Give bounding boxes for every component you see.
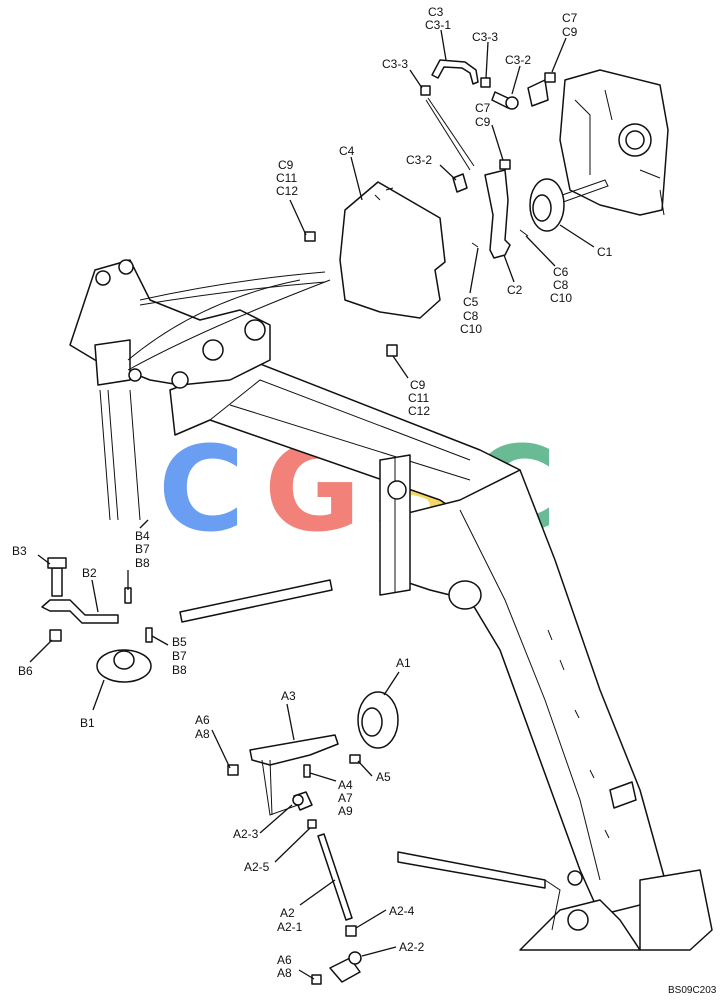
callout-c1: C1 xyxy=(597,245,613,259)
callout-c12-bottom: C12 xyxy=(408,404,430,418)
swing-bracket-body xyxy=(547,69,669,216)
callout-a5: A5 xyxy=(376,770,391,784)
callout-c3-3-top: C3-3 xyxy=(472,30,498,44)
callout-a1: A1 xyxy=(396,656,411,670)
callout-c9-bottom: C9 xyxy=(410,378,426,392)
callout-c9-top-left: C9 xyxy=(278,158,294,172)
callout-c10-right: C10 xyxy=(550,291,572,305)
callout-b5: B5 xyxy=(172,635,187,649)
callout-a9: A9 xyxy=(338,804,353,818)
callout-b1: B1 xyxy=(80,716,95,730)
callout-a2-2: A2-2 xyxy=(399,940,425,954)
callout-c3-2-top: C3-2 xyxy=(505,53,531,67)
callout-a3: A3 xyxy=(281,689,296,703)
callout-c3: C3 xyxy=(428,5,444,19)
callout-c5: C5 xyxy=(463,295,479,309)
callout-b7-top: B7 xyxy=(135,542,150,556)
callout-c8-right: C8 xyxy=(553,278,569,292)
leader-lines xyxy=(29,29,595,980)
callout-a8-bottom: A8 xyxy=(277,966,292,980)
callout-c11-bottom: C11 xyxy=(408,391,429,405)
callout-b6: B6 xyxy=(18,664,33,678)
callout-a2-1: A2-1 xyxy=(277,920,303,934)
callout-a4: A4 xyxy=(338,778,353,792)
callout-c8-left: C8 xyxy=(463,309,479,323)
callout-a7: A7 xyxy=(338,791,353,805)
callout-c11-top-left: C11 xyxy=(276,171,297,185)
c-group-parts xyxy=(304,59,565,357)
callout-c4: C4 xyxy=(339,144,355,158)
callout-b8-top: B8 xyxy=(135,556,150,570)
callout-c6: C6 xyxy=(553,265,569,279)
callout-b7-bottom: B7 xyxy=(172,649,187,663)
callout-a2-4: A2-4 xyxy=(389,904,415,918)
callout-a6-top: A6 xyxy=(195,713,210,727)
callout-c7-mid: C7 xyxy=(475,101,491,115)
callout-a2-3: A2-3 xyxy=(233,827,259,841)
callout-c3-2-mid: C3-2 xyxy=(406,153,432,167)
callout-c12-top-left: C12 xyxy=(276,184,298,198)
callout-c9-mid: C9 xyxy=(475,115,491,129)
callout-a2-5: A2-5 xyxy=(244,860,270,874)
b-group-parts xyxy=(41,557,153,683)
diagram-code: BS09C203 xyxy=(668,985,717,996)
callout-a6-bottom: A6 xyxy=(277,953,292,967)
callout-c10-left: C10 xyxy=(460,322,482,336)
callout-a8-top: A8 xyxy=(195,727,210,741)
callout-c7-top: C7 xyxy=(562,11,578,25)
callout-labels: C3 C3-1 C3-3 C3-2 C7 C9 C3-3 C7 C9 C3-2 … xyxy=(12,5,717,996)
callout-c3-3-left: C3-3 xyxy=(382,57,408,71)
callout-b4: B4 xyxy=(135,529,150,543)
boom-assembly xyxy=(69,259,713,951)
a-group-parts xyxy=(227,691,399,985)
callout-c9-top: C9 xyxy=(562,25,578,39)
callout-b2: B2 xyxy=(82,566,97,580)
callout-a2: A2 xyxy=(280,906,295,920)
watermark-letter-1: C xyxy=(158,420,245,558)
callout-c2: C2 xyxy=(507,283,523,297)
callout-b8-bottom: B8 xyxy=(172,663,187,677)
callout-c3-1: C3-1 xyxy=(425,18,451,32)
callout-b3: B3 xyxy=(12,544,27,558)
